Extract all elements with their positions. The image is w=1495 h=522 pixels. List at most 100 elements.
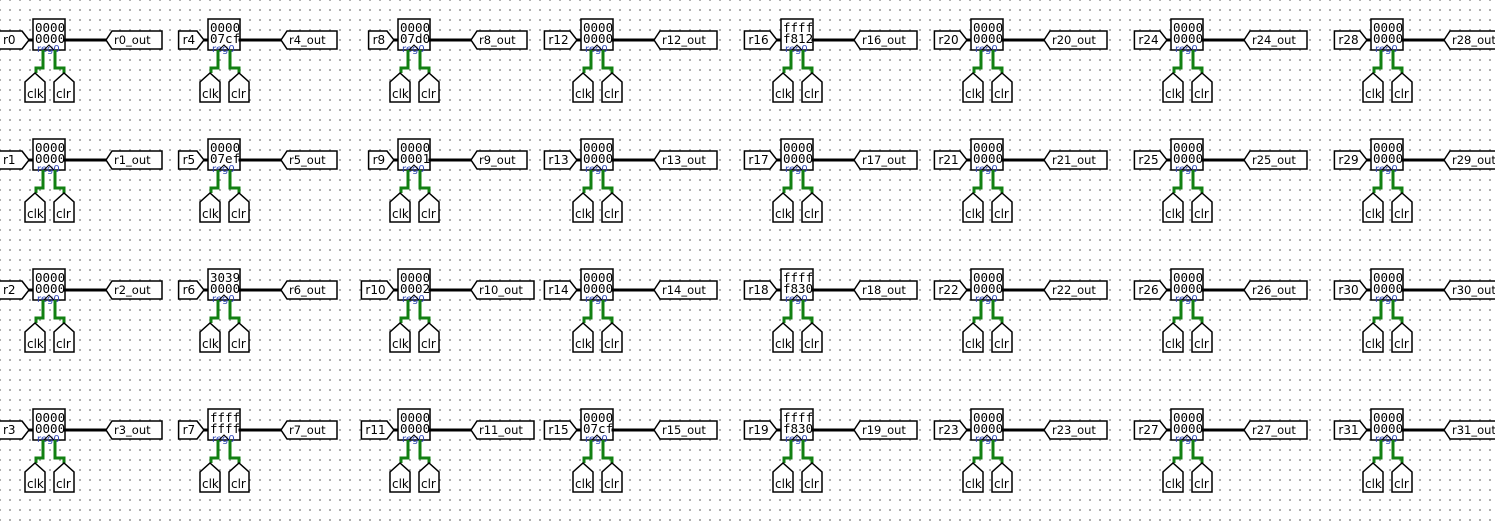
output-tunnel-r3[interactable]: r3_out (105, 420, 163, 440)
output-tunnel-r6[interactable]: r6_out (280, 280, 338, 300)
clk-pin[interactable]: clk (389, 461, 411, 493)
clk-pin[interactable]: clk (772, 461, 794, 493)
clr-pin[interactable]: clr (991, 321, 1013, 353)
clk-pin[interactable]: clk (1162, 71, 1184, 103)
clr-pin[interactable]: clr (418, 461, 440, 493)
clr-pin[interactable]: clr (228, 71, 250, 103)
input-pin-r15[interactable]: r15 (543, 420, 578, 440)
output-tunnel-r30[interactable]: r30_out (1443, 280, 1495, 300)
input-pin-r3[interactable]: r3 (0, 420, 30, 440)
clk-pin[interactable]: clk (199, 191, 221, 223)
clk-pin[interactable]: clk (389, 191, 411, 223)
clk-pin[interactable]: clk (199, 71, 221, 103)
clr-pin[interactable]: clr (228, 461, 250, 493)
input-pin-r21[interactable]: r21 (933, 150, 968, 170)
input-pin-r0[interactable]: r0 (0, 30, 30, 50)
clr-pin[interactable]: clr (991, 191, 1013, 223)
clk-pin[interactable]: clk (1362, 461, 1384, 493)
input-pin-r22[interactable]: r22 (933, 280, 968, 300)
output-tunnel-r23[interactable]: r23_out (1043, 420, 1108, 440)
clk-pin[interactable]: clk (24, 461, 46, 493)
output-tunnel-r22[interactable]: r22_out (1043, 280, 1108, 300)
input-pin-r12[interactable]: r12 (543, 30, 578, 50)
clr-pin[interactable]: clr (53, 321, 75, 353)
clk-pin[interactable]: clk (962, 191, 984, 223)
clr-pin[interactable]: clr (991, 461, 1013, 493)
clr-pin[interactable]: clr (601, 71, 623, 103)
input-pin-r5[interactable]: r5 (177, 150, 205, 170)
input-pin-r31[interactable]: r31 (1333, 420, 1368, 440)
clk-pin[interactable]: clk (572, 461, 594, 493)
clr-pin[interactable]: clr (801, 461, 823, 493)
clk-pin[interactable]: clk (1162, 191, 1184, 223)
input-pin-r30[interactable]: r30 (1333, 280, 1368, 300)
clr-pin[interactable]: clr (53, 191, 75, 223)
output-tunnel-r19[interactable]: r19_out (853, 420, 918, 440)
output-tunnel-r24[interactable]: r24_out (1243, 30, 1308, 50)
input-pin-r13[interactable]: r13 (543, 150, 578, 170)
clr-pin[interactable]: clr (601, 191, 623, 223)
clk-pin[interactable]: clk (1362, 321, 1384, 353)
input-pin-r4[interactable]: r4 (177, 30, 205, 50)
output-tunnel-r7[interactable]: r7_out (280, 420, 338, 440)
output-tunnel-r2[interactable]: r2_out (105, 280, 163, 300)
clr-pin[interactable]: clr (601, 321, 623, 353)
input-pin-r28[interactable]: r28 (1333, 30, 1368, 50)
clr-pin[interactable]: clr (1391, 461, 1413, 493)
clk-pin[interactable]: clk (772, 191, 794, 223)
clk-pin[interactable]: clk (572, 71, 594, 103)
clr-pin[interactable]: clr (1391, 191, 1413, 223)
output-tunnel-r14[interactable]: r14_out (653, 280, 718, 300)
clk-pin[interactable]: clk (962, 321, 984, 353)
output-tunnel-r29[interactable]: r29_out (1443, 150, 1495, 170)
output-tunnel-r17[interactable]: r17_out (853, 150, 918, 170)
input-pin-r8[interactable]: r8 (367, 30, 395, 50)
input-pin-r17[interactable]: r17 (743, 150, 778, 170)
clk-pin[interactable]: clk (389, 321, 411, 353)
output-tunnel-r21[interactable]: r21_out (1043, 150, 1108, 170)
clr-pin[interactable]: clr (228, 321, 250, 353)
output-tunnel-r20[interactable]: r20_out (1043, 30, 1108, 50)
output-tunnel-r11[interactable]: r11_out (470, 420, 535, 440)
output-tunnel-r31[interactable]: r31_out (1443, 420, 1495, 440)
clr-pin[interactable]: clr (53, 461, 75, 493)
clr-pin[interactable]: clr (601, 461, 623, 493)
clk-pin[interactable]: clk (1162, 461, 1184, 493)
input-pin-r16[interactable]: r16 (743, 30, 778, 50)
clk-pin[interactable]: clk (962, 461, 984, 493)
clk-pin[interactable]: clk (1362, 191, 1384, 223)
input-pin-r7[interactable]: r7 (177, 420, 205, 440)
clk-pin[interactable]: clk (772, 321, 794, 353)
